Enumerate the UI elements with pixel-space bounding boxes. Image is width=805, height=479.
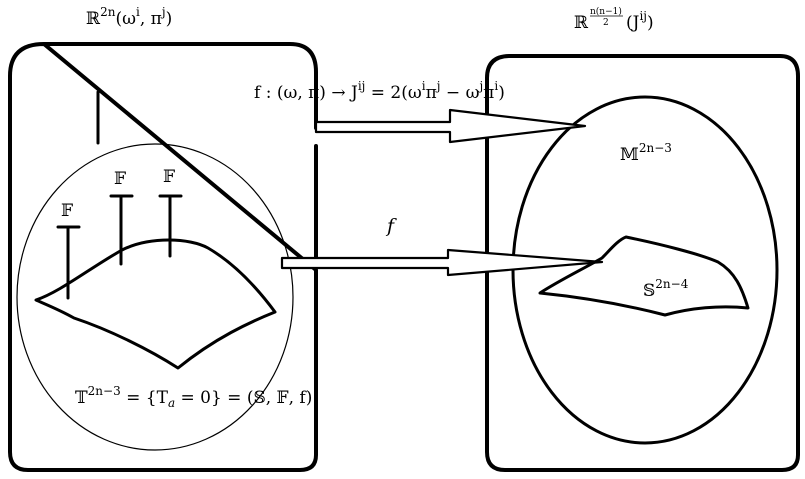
right-space-box bbox=[485, 54, 800, 472]
left-space-box bbox=[8, 42, 318, 472]
svg-text:ℝ: ℝ bbox=[574, 13, 589, 33]
torus-equation: 𝕋2n−3 = {Ta = 0} = (𝕊, 𝔽, f) bbox=[75, 384, 312, 410]
left-space-label: ℝ2n(ωi, πj) bbox=[86, 5, 172, 29]
fiber-label-2: 𝔽 bbox=[114, 169, 126, 189]
map-formula: f : (ω, π) → Jij = 2(ωiπj − ωjπi) bbox=[254, 79, 505, 103]
manifold-S-label: 𝕊2n−4 bbox=[643, 277, 689, 301]
map-f-label: f bbox=[385, 215, 397, 237]
fiber-lines bbox=[56, 194, 183, 300]
svg-text:n(n−1): n(n−1) bbox=[590, 6, 622, 17]
left-surface-patch bbox=[34, 238, 277, 370]
upper-arrow bbox=[314, 108, 587, 144]
svg-text:2: 2 bbox=[603, 18, 609, 28]
lower-arrow bbox=[280, 248, 604, 277]
manifold-M-label: 𝕄2n−3 bbox=[620, 141, 672, 165]
right-space-label: ℝ n(n−1) 2 (Jij) bbox=[574, 6, 654, 33]
torus-region-circle bbox=[16, 143, 294, 451]
fiber-label-1: 𝔽 bbox=[61, 201, 73, 221]
fiber-label-3: 𝔽 bbox=[163, 167, 175, 187]
right-surface-patch bbox=[538, 235, 750, 317]
svg-text:(Jij): (Jij) bbox=[626, 9, 654, 33]
